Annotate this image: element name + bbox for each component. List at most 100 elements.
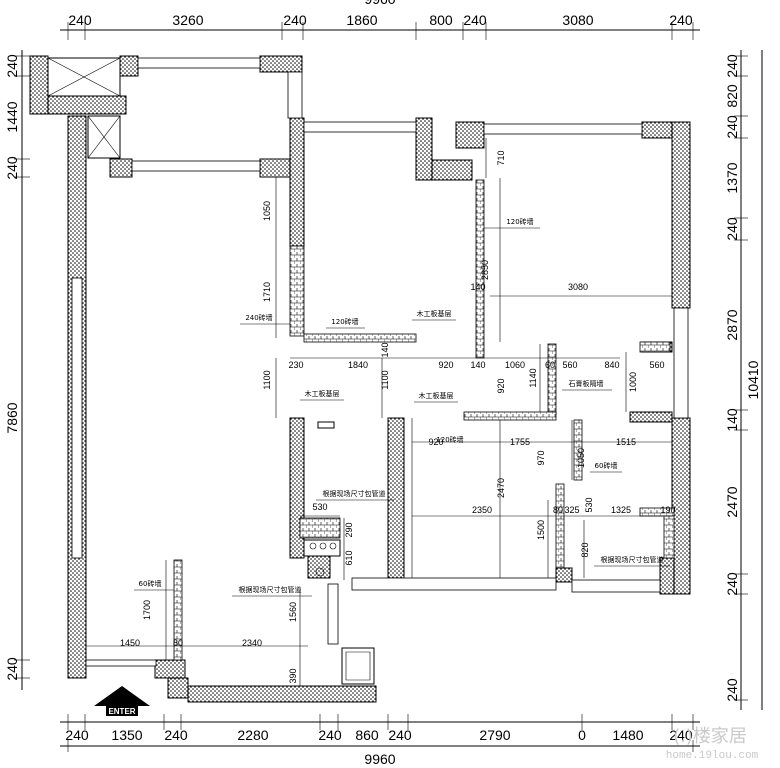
- d-1450: 1450: [120, 638, 140, 648]
- watermark-brand: (.)楼家居: [673, 726, 747, 747]
- d-1560: 1560: [288, 602, 298, 622]
- d-610: 610: [344, 550, 354, 565]
- label-wall-60a: 60砖墙: [595, 461, 618, 470]
- dim-left-3: 7860: [4, 402, 20, 433]
- dim-top-7: 240: [669, 12, 693, 28]
- d-60: 60: [545, 360, 555, 370]
- d-820: 820: [580, 542, 590, 557]
- dim-left-2: 240: [4, 156, 20, 180]
- dim-right-2: 240: [724, 115, 740, 139]
- dim-right-7: 2470: [724, 486, 740, 517]
- d-1840: 1840: [348, 360, 368, 370]
- dim-right-4: 240: [724, 217, 740, 241]
- d-3080: 3080: [568, 282, 588, 292]
- dim-right-6: 140: [724, 408, 740, 432]
- balcony-fixtures: [47, 57, 375, 685]
- d-140c: 140: [380, 342, 390, 357]
- dim-right-1: 820: [724, 84, 740, 108]
- d-80: 80: [553, 505, 563, 515]
- label-pipe-1: 根据现场尺寸包管道: [323, 489, 386, 498]
- inner-dimension-lines: [86, 138, 672, 686]
- dim-top-0: 240: [68, 12, 92, 28]
- dim-right-total: 10410: [745, 360, 761, 399]
- label-wall-240: 240砖墙: [245, 313, 272, 322]
- d-190: 190: [660, 505, 675, 515]
- d-2350: 2350: [472, 505, 492, 515]
- dim-bottom-4: 240: [318, 727, 342, 743]
- d-325: 325: [564, 505, 579, 515]
- d-1100a: 1100: [262, 370, 272, 389]
- label-wall-120b: 120砖墙: [331, 317, 358, 326]
- dim-top-5: 240: [463, 12, 487, 28]
- dim-right-5: 2870: [724, 309, 740, 340]
- brick-walls: [173, 179, 675, 661]
- d-530a: 530: [584, 497, 594, 512]
- dim-top-1: 3260: [172, 12, 203, 28]
- d-1050a: 1050: [262, 201, 272, 221]
- label-gypsum: 石膏板隔墙: [569, 379, 604, 388]
- label-wood-2: 木工板基层: [305, 389, 340, 398]
- d-140b: 140: [470, 282, 485, 292]
- d-290: 290: [344, 522, 354, 537]
- dim-left-4: 240: [4, 657, 20, 681]
- d-560b: 560: [649, 360, 664, 370]
- d-1755: 1755: [510, 437, 530, 447]
- dim-top-total: 9960: [364, 0, 395, 7]
- d-970: 970: [536, 450, 546, 465]
- label-pipe-3: 根据现场尺寸包管道: [601, 555, 664, 564]
- d-140a: 140: [470, 360, 485, 370]
- dim-bottom-10: 240: [669, 727, 693, 743]
- label-wood-1: 木工板基层: [417, 309, 452, 318]
- dim-bottom-1: 1350: [111, 727, 142, 743]
- dim-bottom-2: 240: [164, 727, 188, 743]
- label-wall-60b: 60砖墙: [139, 579, 162, 588]
- label-pipe-2: 根据现场尺寸包管道: [239, 585, 302, 594]
- dim-top-2: 240: [283, 12, 307, 28]
- d-920b: 920: [496, 378, 506, 393]
- dim-bottom-5: 860: [355, 727, 379, 743]
- d-1000: 1000: [628, 372, 638, 392]
- windows: [85, 57, 689, 667]
- d-560a: 560: [562, 360, 577, 370]
- d-1500: 1500: [536, 520, 546, 540]
- kitchen-fixtures: [303, 421, 341, 577]
- enter-arrow: ENTER: [94, 686, 150, 716]
- dim-bottom-3: 2280: [237, 727, 268, 743]
- dim-bottom-6: 240: [388, 727, 412, 743]
- dim-right-0: 240: [724, 54, 740, 78]
- d-230: 230: [288, 360, 303, 370]
- left-dimension-line: 240 1440 240 7860 240: [4, 50, 30, 690]
- annotation-labels: 120砖墙 120砖墙 120砖墙 240砖墙 60砖墙 60砖墙 木工板基层 …: [134, 217, 670, 597]
- d-1050b: 1050: [576, 448, 586, 468]
- d-920a: 920: [438, 360, 453, 370]
- watermark-url: home.19lou.com: [666, 750, 759, 762]
- dim-right-9: 240: [724, 678, 740, 702]
- d-390: 390: [288, 668, 298, 683]
- dim-right-3: 1370: [724, 162, 740, 193]
- dim-top-4: 800: [429, 12, 453, 28]
- dim-bottom-9: 1480: [612, 727, 643, 743]
- d-1060: 1060: [505, 360, 525, 370]
- dim-bottom-7: 2790: [479, 727, 510, 743]
- right-dimension-line: 240 820 240 1370 240 2870 140 2470 240 2…: [724, 50, 763, 710]
- d-840: 840: [604, 360, 619, 370]
- d-1515: 1515: [616, 437, 636, 447]
- dim-top-6: 3080: [562, 12, 593, 28]
- dim-bottom-0: 240: [65, 727, 89, 743]
- top-dimension-line: 240 3260 240 1860 800 240 3080 240 9960: [60, 0, 700, 40]
- dim-bottom-total: 9960: [364, 751, 395, 767]
- d-1700: 1700: [142, 600, 152, 620]
- enter-label: ENTER: [108, 707, 135, 716]
- label-wall-120a: 120砖墙: [506, 217, 533, 226]
- watermark: (.)楼家居 home.19lou.com: [666, 726, 759, 762]
- inner-dimension-texts: 1050 1710 1100 1100 230 1840 920 140 106…: [120, 150, 676, 683]
- d-1325: 1325: [611, 505, 631, 515]
- label-wall-120c: 120砖墙: [436, 435, 463, 444]
- label-wood-3: 木工板基层: [419, 391, 454, 400]
- d-1140: 1140: [528, 368, 538, 387]
- d-2850: 2850: [480, 260, 490, 280]
- dim-right-8: 240: [724, 572, 740, 596]
- dim-top-3: 1860: [346, 12, 377, 28]
- d-920c: 920: [428, 437, 443, 447]
